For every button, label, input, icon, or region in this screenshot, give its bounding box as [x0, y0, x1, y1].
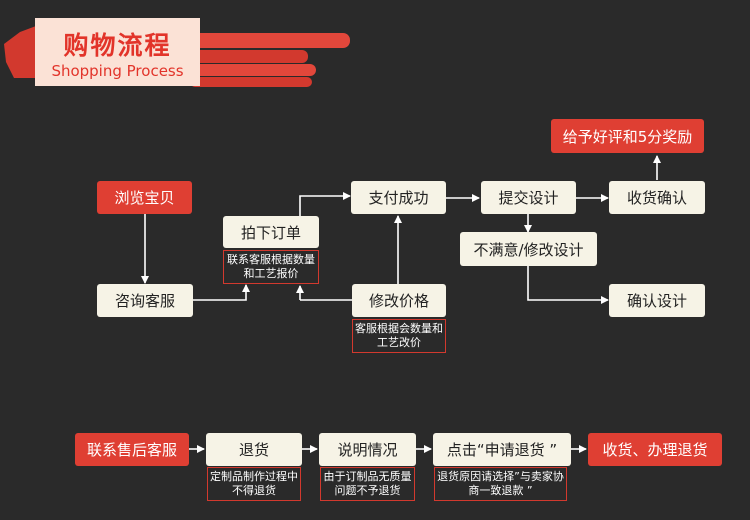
arrow-unsatisfied-confirm	[527, 266, 609, 304]
node-modify-price: 修改价格	[352, 284, 446, 317]
arrow-order-paid	[299, 192, 351, 216]
node-receive-confirm: 收货确认	[609, 181, 705, 214]
arrow-consult-order	[193, 284, 250, 301]
node-confirm-design: 确认设计	[609, 284, 705, 317]
node-paid: 支付成功	[351, 181, 446, 214]
page-subtitle: Shopping Process	[51, 62, 184, 80]
node-submit-design: 提交设计	[481, 181, 576, 214]
node-browse: 浏览宝贝	[97, 181, 192, 214]
node-return: 退货	[206, 433, 302, 466]
note-return: 定制品制作过程中不得退货	[207, 467, 301, 501]
node-consult: 咨询客服	[97, 284, 193, 317]
node-order: 拍下订单	[223, 216, 319, 248]
node-explain: 说明情况	[319, 433, 416, 466]
note-explain: 由于订制品无质量问题不予退货	[320, 467, 415, 501]
note-modify-price: 客服根据会数量和工艺改价	[352, 319, 446, 353]
note-order: 联系客服根据数量和工艺报价	[223, 250, 319, 284]
note-apply-return: 退货原因请选择”与卖家协商一致退款 ”	[434, 467, 567, 501]
pointing-hand-icon	[4, 26, 350, 87]
node-apply-return: 点击“申请退货 ”	[433, 433, 571, 466]
node-finish-return: 收货、办理退货	[588, 433, 722, 466]
node-contact-service: 联系售后客服	[75, 433, 189, 466]
page-title: 购物流程	[63, 31, 172, 60]
header-banner: 购物流程 Shopping Process	[35, 18, 200, 86]
node-reward: 给予好评和5分奖励	[551, 119, 704, 153]
node-unsatisfied: 不满意/修改设计	[460, 232, 597, 266]
